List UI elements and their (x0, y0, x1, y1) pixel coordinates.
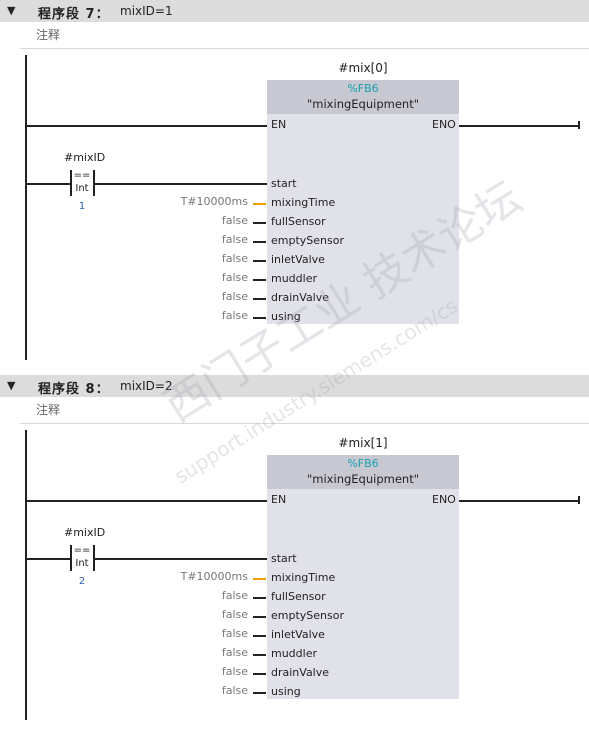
start-wire-left (27, 558, 70, 560)
param-mixingTime[interactable]: T#10000ms (180, 570, 248, 583)
network-header[interactable]: ▼ 程序段 7： mixID=1 (0, 0, 589, 22)
en-wire (27, 125, 267, 127)
pin-fullSensor: fullSensor (271, 590, 326, 603)
param-using[interactable]: false (221, 309, 248, 322)
network-header[interactable]: ▼ 程序段 8： mixID=2 (0, 375, 589, 397)
param-wire-inletValve (253, 635, 266, 637)
param-drainValve[interactable]: false (221, 290, 248, 303)
compare-type: Int (75, 558, 89, 569)
start-wire-left (27, 183, 70, 185)
contact-operand-label[interactable]: #mixID (64, 526, 106, 539)
param-emptySensor[interactable]: false (221, 608, 248, 621)
param-wire-emptySensor (253, 616, 266, 618)
param-wire-emptySensor (253, 241, 266, 243)
pin-using: using (271, 310, 301, 323)
compare-value[interactable]: 1 (78, 201, 86, 212)
param-fullSensor[interactable]: false (221, 589, 248, 602)
pin-inletValve: inletValve (271, 628, 325, 641)
start-wire-right (95, 558, 267, 560)
param-emptySensor[interactable]: false (221, 233, 248, 246)
function-block-box[interactable]: %FB6 "mixingEquipment" EN ENO start mixi… (267, 80, 459, 324)
compare-type: Int (75, 183, 89, 194)
pin-mixingTime: mixingTime (271, 196, 336, 209)
param-wire-inletValve (253, 260, 266, 262)
pin-muddler: muddler (271, 272, 317, 285)
compare-contact-right-bar[interactable] (93, 545, 95, 571)
collapse-triangle-icon[interactable]: ▼ (7, 379, 16, 392)
eno-wire (459, 125, 579, 127)
compare-contact-left-bar[interactable] (70, 545, 72, 571)
network-title: 程序段 7： (38, 7, 110, 22)
en-pin: EN (271, 118, 287, 131)
pin-fullSensor: fullSensor (271, 215, 326, 228)
pin-start: start (271, 552, 297, 565)
param-muddler[interactable]: false (221, 646, 248, 659)
pin-emptySensor: emptySensor (271, 234, 344, 247)
pin-start: start (271, 177, 297, 190)
collapse-triangle-icon[interactable]: ▼ (7, 4, 16, 17)
power-rail (25, 55, 27, 360)
param-wire-fullSensor (253, 222, 266, 224)
fb-number: %FB6 (347, 82, 379, 95)
eno-wire (459, 500, 579, 502)
pin-muddler: muddler (271, 647, 317, 660)
eno-pin: ENO (432, 493, 456, 506)
param-mixingTime[interactable]: T#10000ms (180, 195, 248, 208)
param-wire-mixingTime (253, 578, 266, 580)
param-fullSensor[interactable]: false (221, 214, 248, 227)
contact-operand-label[interactable]: #mixID (64, 151, 106, 164)
param-using[interactable]: false (221, 684, 248, 697)
compare-contact-right-bar[interactable] (93, 170, 95, 196)
fb-name: "mixingEquipment" (307, 97, 419, 111)
param-wire-mixingTime (253, 203, 266, 205)
fb-header: %FB6 "mixingEquipment" (267, 80, 459, 114)
instance-db-label[interactable]: #mix[0] (338, 61, 388, 75)
rung-end-marker (578, 121, 580, 129)
instance-db-label[interactable]: #mix[1] (338, 436, 388, 450)
rung-end-marker (578, 496, 580, 504)
param-wire-using (253, 317, 266, 319)
pin-mixingTime: mixingTime (271, 571, 336, 584)
network-8: ▼ 程序段 8： mixID=2 注释 #mix[1] #mixID == In… (0, 375, 589, 750)
fb-name: "mixingEquipment" (307, 472, 419, 486)
power-rail (25, 430, 27, 720)
param-inletValve[interactable]: false (221, 627, 248, 640)
comment-label: 注释 (36, 28, 61, 42)
en-pin: EN (271, 493, 287, 506)
compare-operator: == (73, 170, 91, 181)
param-inletValve[interactable]: false (221, 252, 248, 265)
pin-using: using (271, 685, 301, 698)
param-drainValve[interactable]: false (221, 665, 248, 678)
param-wire-drainValve (253, 298, 266, 300)
function-block-box[interactable]: %FB6 "mixingEquipment" EN ENO start mixi… (267, 455, 459, 699)
compare-contact-left-bar[interactable] (70, 170, 72, 196)
compare-operator: == (73, 545, 91, 556)
ladder-diagram: #mix[1] #mixID == Int 2 %FB6 "mixingEqui… (0, 430, 589, 750)
fb-number: %FB6 (347, 457, 379, 470)
param-muddler[interactable]: false (221, 271, 248, 284)
network-7: ▼ 程序段 7： mixID=1 注释 #mix[0] #mixID == In… (0, 0, 589, 375)
en-wire (27, 500, 267, 502)
pin-emptySensor: emptySensor (271, 609, 344, 622)
network-comment[interactable]: 注释 (20, 22, 589, 49)
param-wire-drainValve (253, 673, 266, 675)
eno-pin: ENO (432, 118, 456, 131)
network-comment[interactable]: 注释 (20, 397, 589, 424)
comment-label: 注释 (36, 403, 61, 417)
ladder-diagram: #mix[0] #mixID == Int 1 %FB6 "mixingEqui… (0, 55, 589, 375)
param-wire-muddler (253, 654, 266, 656)
start-wire-right (95, 183, 267, 185)
param-wire-using (253, 692, 266, 694)
param-wire-muddler (253, 279, 266, 281)
network-condition: mixID=1 (120, 4, 173, 18)
pin-inletValve: inletValve (271, 253, 325, 266)
param-wire-fullSensor (253, 597, 266, 599)
network-condition: mixID=2 (120, 379, 173, 393)
pin-drainValve: drainValve (271, 291, 330, 304)
compare-value[interactable]: 2 (78, 576, 86, 587)
fb-header: %FB6 "mixingEquipment" (267, 455, 459, 489)
network-title: 程序段 8： (38, 382, 110, 397)
pin-drainValve: drainValve (271, 666, 330, 679)
